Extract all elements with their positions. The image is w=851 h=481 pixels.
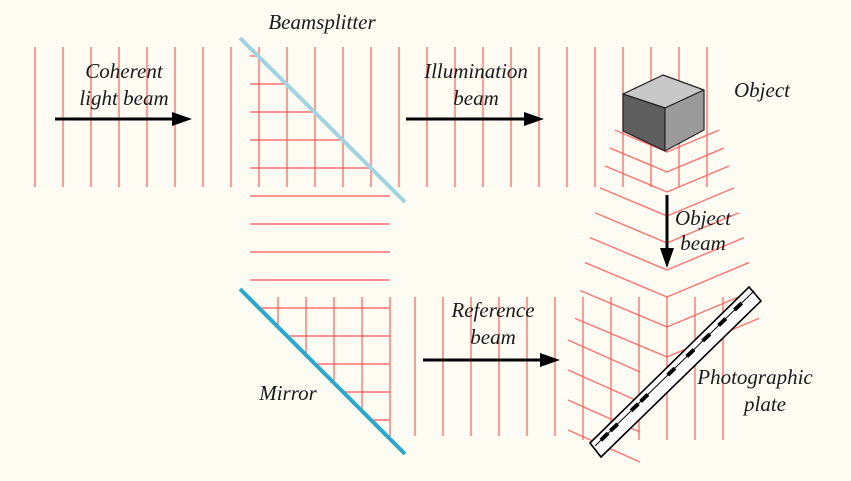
label-plate-1: Photographic [696,365,813,389]
object-cube [622,74,705,152]
plate-fringe-mark [685,348,696,358]
reference-arrowhead [540,353,560,367]
wavefront-chevron [609,147,725,173]
label-reference-1: Reference [450,298,534,322]
label-object-beam-1: Object [675,206,732,230]
plate-fringe-mark [629,402,640,413]
label-object-beam-2: beam [680,231,726,255]
label-object: Object [734,78,791,102]
plate-fringe-mark [701,332,712,343]
plate-fringe-mark [717,317,728,327]
mirror [238,287,407,456]
illumination-arrowhead [524,112,544,126]
plate-fringe-mark [599,431,610,442]
label-coherent-2: light beam [79,86,168,110]
label-illumination-1: Illumination [423,59,528,83]
coherent-arrowhead [172,112,192,126]
wavefront-chevron [604,165,730,193]
cube-right-face [664,89,705,152]
label-illumination-2: beam [453,86,499,110]
plate-fringe-mark [733,301,744,312]
label-plate-2: plate [742,392,786,416]
plate-fringe-mark [639,393,650,403]
labels: Coherent light beam Beamsplitter Illumin… [79,10,813,416]
label-mirror: Mirror [258,381,317,405]
arrows [55,112,674,367]
wavefront-slanted [567,339,641,373]
object-beam-arrowhead [660,248,674,268]
wavefronts [34,47,760,463]
plate-fringe-marks [599,301,744,442]
wavefront-chevron [614,129,720,153]
plate-fringe-mark [666,366,677,377]
plate-fringe-mark [609,422,620,433]
label-coherent-1: Coherent [85,59,164,83]
beamsplitter [238,36,407,204]
wavefront-slanted [567,369,641,403]
photographic-plate [588,285,763,459]
label-beamsplitter: Beamsplitter [268,10,376,34]
label-reference-2: beam [470,325,516,349]
plate-body [588,285,763,459]
wavefront-chevron [589,237,745,271]
